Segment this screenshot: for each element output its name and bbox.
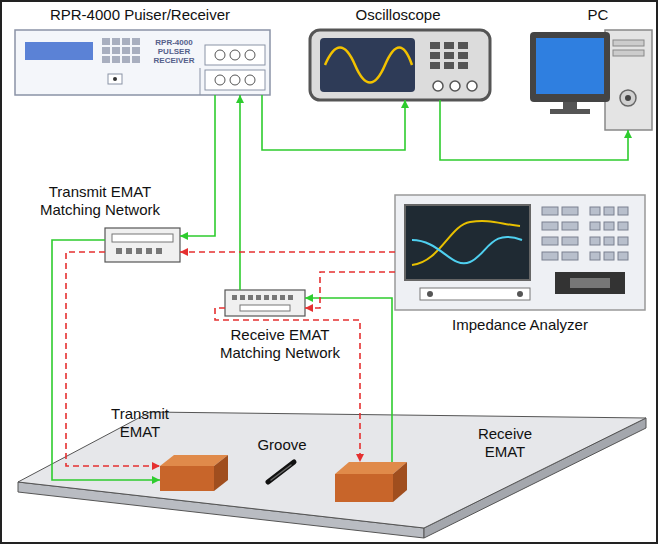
oscilloscope: Oscilloscope (310, 30, 490, 100)
pc-computer (530, 30, 652, 130)
panel-text: RPR-4000 PULSER RECEIVER (149, 38, 199, 66)
impedance-analyzer: Impedance Analyzer (395, 195, 645, 310)
impedance-connector (180, 251, 395, 253)
device-label: PC (568, 6, 628, 24)
device-label: Impedance Analyzer (420, 316, 620, 334)
groove-slot (268, 462, 294, 482)
signal-connector (305, 298, 392, 462)
signal-connector (180, 95, 215, 236)
pulser-receiver-panel (15, 30, 270, 95)
device-label: Transmit EMAT (100, 405, 180, 441)
signal-connector (262, 95, 405, 150)
matching-network-box (105, 228, 180, 262)
matching-network: Receive EMAT Matching Network (225, 290, 305, 316)
emat-block (335, 462, 407, 502)
device-label: Receive EMAT (465, 425, 545, 461)
oscilloscope-device (310, 30, 490, 100)
pulser-receiver: RPR-4000 Puiser/ReceiverRPR-4000 PULSER … (15, 30, 270, 95)
matching-network-box (225, 290, 305, 316)
pc: PC (530, 30, 652, 130)
impedance-connector (305, 272, 395, 308)
device-label: Oscilloscope (328, 6, 468, 24)
emat-transducer: Transmit EMAT (160, 455, 228, 491)
device-label: Receive EMAT Matching Network (213, 326, 348, 362)
matching-network: Transmit EMAT Matching Network (105, 228, 180, 262)
signal-connector (52, 240, 160, 480)
metal-plate (18, 412, 646, 538)
signal-connector (440, 100, 628, 160)
device-label: RPR-4000 Puiser/Receiver (10, 6, 270, 24)
signal-connector (239, 95, 241, 290)
impedance-analyzer-device (395, 195, 645, 310)
device-label: Transmit EMAT Matching Network (33, 183, 168, 219)
emat-transducer: Receive EMAT (335, 462, 407, 502)
emat-block (160, 455, 228, 491)
part-label: Groove (247, 436, 317, 454)
